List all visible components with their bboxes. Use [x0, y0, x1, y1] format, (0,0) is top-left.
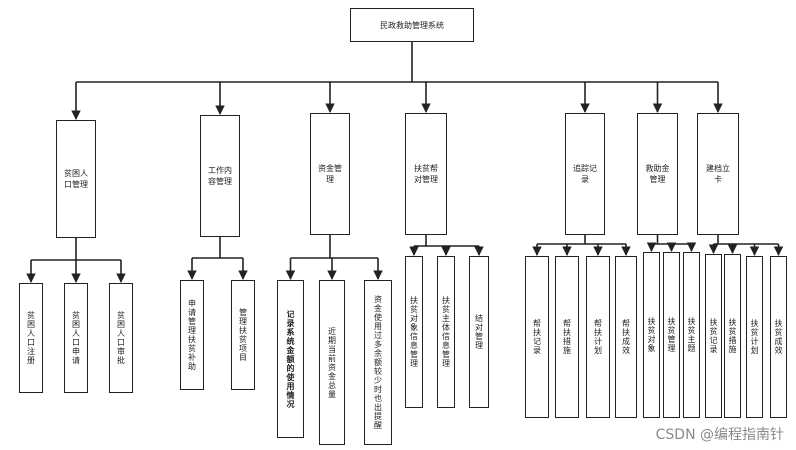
leaf-m6-2: 扶贫主题 [683, 252, 700, 418]
leaf-m7-0-label: 扶贫记录 [709, 318, 718, 354]
module-m3: 资金管理 [310, 113, 350, 235]
leaf-m4-1: 扶贫主体信息管理 [437, 256, 455, 408]
leaf-m7-0: 扶贫记录 [705, 254, 722, 418]
leaf-m6-1-label: 扶贫管理 [667, 317, 676, 353]
leaf-m5-2-label: 帮扶计划 [593, 319, 603, 355]
module-m4-label: 扶贫帮对管理 [414, 164, 438, 184]
leaf-m5-3: 帮扶成效 [615, 256, 637, 418]
leaf-m3-0-label: 记录系统金额的使用情况 [286, 309, 295, 409]
leaf-m3-1-label: 近期当前资金总量 [327, 326, 337, 399]
root-node-label: 民政救助管理系统 [380, 20, 444, 30]
leaf-m4-1-label: 扶贫主体信息管理 [441, 296, 451, 368]
module-m1: 贫困人口管理 [56, 120, 96, 238]
leaf-m2-0: 申请管理扶贫补助 [180, 280, 204, 390]
leaf-m7-2-label: 扶贫计划 [750, 319, 759, 355]
leaf-m5-0-label: 帮扶记录 [532, 319, 542, 355]
module-m2-label: 工作内容管理 [208, 166, 232, 186]
watermark: CSDN @编程指南针 [655, 427, 784, 443]
leaf-m3-2-label: 资金使用过多余额较少时也出提醒 [373, 295, 383, 430]
leaf-m7-1: 扶贫措施 [724, 254, 741, 418]
leaf-m1-0-label: 贫困人口注册 [26, 311, 36, 365]
module-m7: 建档立卡 [697, 113, 739, 235]
root-node: 民政救助管理系统 [350, 8, 474, 42]
leaf-m3-1: 近期当前资金总量 [319, 280, 345, 445]
leaf-m1-1: 贫困人口申请 [64, 283, 88, 393]
leaf-m3-2: 资金使用过多余额较少时也出提醒 [364, 280, 392, 445]
module-m5-label: 追踪记录 [573, 164, 597, 184]
module-m4: 扶贫帮对管理 [405, 113, 447, 235]
leaf-m4-0-label: 扶贫对象信息管理 [409, 296, 419, 368]
leaf-m6-0: 扶贫对象 [643, 252, 660, 418]
module-m7-label: 建档立卡 [706, 164, 730, 184]
leaf-m1-2: 贫困人口审批 [109, 283, 133, 393]
leaf-m7-3-label: 扶贫成效 [774, 319, 783, 355]
leaf-m7-1-label: 扶贫措施 [728, 318, 737, 354]
leaf-m6-1: 扶贫管理 [663, 252, 680, 418]
leaf-m1-1-label: 贫困人口申请 [71, 311, 81, 365]
leaf-m5-2: 帮扶计划 [586, 256, 610, 418]
leaf-m1-2-label: 贫困人口审批 [116, 311, 126, 365]
module-m5: 追踪记录 [565, 113, 605, 235]
leaf-m2-1: 管理扶贫项目 [231, 280, 255, 390]
module-m2: 工作内容管理 [200, 115, 240, 237]
module-m3-label: 资金管理 [318, 164, 342, 184]
leaf-m1-0: 贫困人口注册 [19, 283, 43, 393]
leaf-m4-2-label: 结对管理 [474, 314, 484, 350]
leaf-m4-2: 结对管理 [469, 256, 489, 408]
module-m1-label: 贫困人口管理 [64, 169, 88, 189]
leaf-m7-2: 扶贫计划 [746, 256, 763, 418]
leaf-m2-1-label: 管理扶贫项目 [238, 308, 248, 362]
leaf-m5-3-label: 帮扶成效 [621, 319, 631, 355]
leaf-m5-0: 帮扶记录 [525, 256, 549, 418]
leaf-m6-2-label: 扶贫主题 [687, 317, 696, 353]
module-m6-label: 救助金管理 [645, 164, 670, 184]
leaf-m3-0: 记录系统金额的使用情况 [277, 280, 304, 438]
leaf-m6-0-label: 扶贫对象 [647, 317, 656, 353]
leaf-m7-3: 扶贫成效 [770, 256, 787, 418]
leaf-m2-0-label: 申请管理扶贫补助 [187, 299, 197, 371]
leaf-m4-0: 扶贫对象信息管理 [405, 256, 423, 408]
leaf-m5-1-label: 帮扶措施 [562, 319, 572, 355]
leaf-m5-1: 帮扶措施 [555, 256, 579, 418]
module-m6: 救助金管理 [637, 113, 678, 235]
